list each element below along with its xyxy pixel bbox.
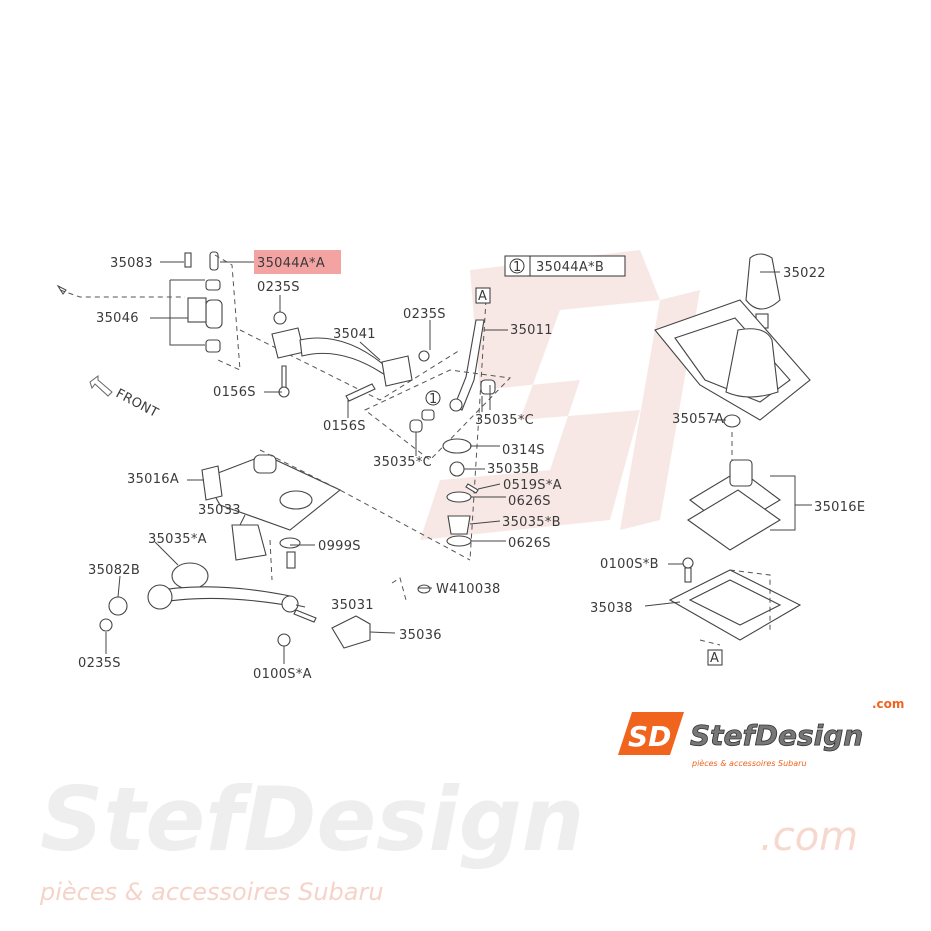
section-a-top: A [478,289,487,304]
shift-linkage-parts [56,251,461,402]
part-label: 35031 [331,598,374,613]
part-label: 35057A [672,412,724,427]
part-label-highlighted: 35044A*A [257,256,325,271]
part-label: 0999S [318,539,361,554]
part-label: 35022 [783,266,826,281]
part-label: 35016A [127,472,179,487]
front-arrow: FRONT [89,375,161,421]
part-label: 35038 [590,601,633,616]
shifter-housing-parts [99,449,471,649]
logo-brand: StefDesign [690,719,863,752]
part-label: 35082B [88,563,140,578]
watermark-tagline: pièces & accessoires Subaru [39,878,384,906]
shift-lever-parts [364,299,512,561]
section-a-bottom: A [710,651,719,666]
logo-tagline: pièces & accessoires Subaru [691,758,807,768]
part-label: 35041 [333,327,376,342]
leader-lines [105,261,780,664]
part-label: 0235S [257,280,300,295]
section-a-box-bottom [707,649,723,666]
circled-ref-marker [425,390,441,406]
part-label: 35046 [96,311,139,326]
part-label: 35035*A [148,532,207,547]
circled-ref-marker-text: 1 [429,392,438,407]
part-label: 0626S [508,494,551,509]
highlight-35044A-A [254,250,341,274]
part-label: 0519S*A [503,478,562,493]
part-label: 35033 [198,503,241,518]
part-label: 0100S*A [253,667,312,682]
section-a-box-top [475,287,491,304]
part-label: 35036 [399,628,442,643]
logo-mark-icon [618,712,684,755]
part-label: 0156S [323,419,366,434]
part-label: 35011 [510,323,553,338]
part-label: 35083 [110,256,153,271]
part-label: 35035*C [475,413,534,428]
front-label: FRONT [113,386,161,421]
part-label: W410038 [436,582,501,597]
circled-ref: 1 [513,260,522,275]
knob-boot-parts [654,253,812,646]
watermark-brand: StefDesign [40,768,584,871]
part-label: 0156S [213,385,256,400]
part-label: 0100S*B [600,557,659,572]
part-label: 35035*B [502,515,561,530]
part-labels: 35083 35044A*A 0235S 35046 35041 0235S 3… [78,256,865,682]
logo-mark-text: SD [628,720,671,753]
part-label: 35035*C [373,455,432,470]
note-label: 35044A*B [536,260,604,275]
part-label: 0626S [508,536,551,551]
watermark-domain: .com [760,814,858,860]
reference-box-35044A-B: 1 35044A*B [504,255,626,277]
part-label: 0235S [403,307,446,322]
logo-domain: .com [872,697,904,711]
part-label: 0314S [502,443,545,458]
part-label: 0235S [78,656,121,671]
part-label: 35016E [814,500,865,515]
part-label: 35035B [487,462,539,477]
stefdesign-logo: SD StefDesign .com pièces & accessoires … [618,697,904,768]
